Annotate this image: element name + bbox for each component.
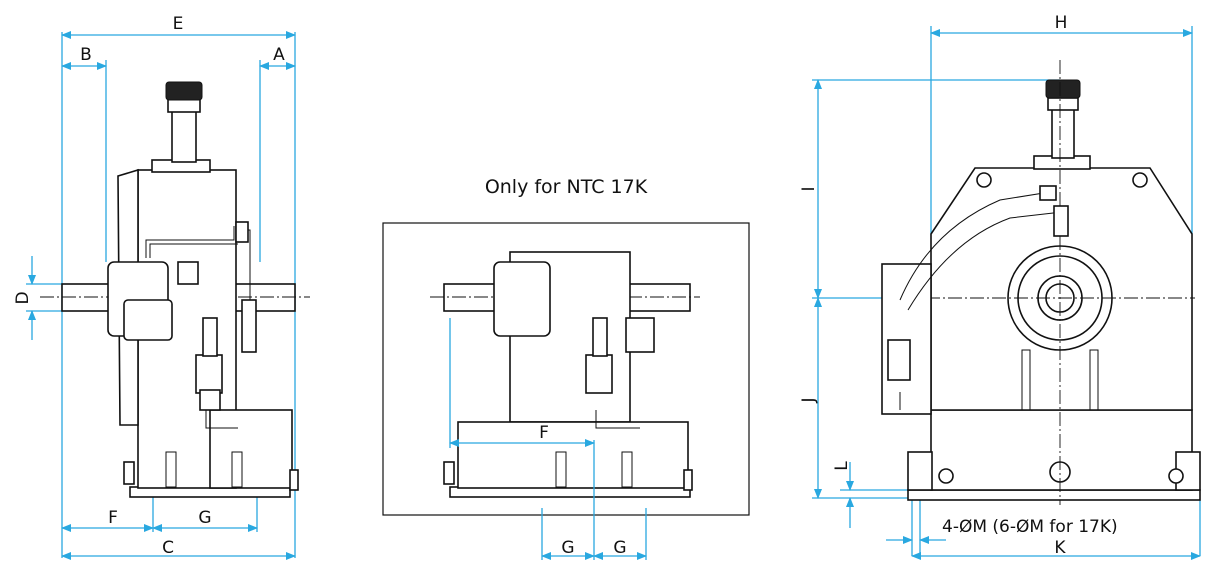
inset-frame: [382, 222, 750, 516]
inset-caption: Only for NTC 17K: [485, 176, 648, 198]
side-view: E B A D F G C: [13, 14, 310, 560]
label-g: G: [198, 508, 211, 528]
label-inset-g1: G: [561, 538, 574, 558]
front-view: H I J L 4-ØM (6-ØM for 17K) K: [799, 13, 1201, 560]
label-inset-g2: G: [613, 538, 626, 558]
label-e: E: [173, 14, 184, 34]
label-b: B: [80, 45, 92, 65]
label-hole-note: 4-ØM (6-ØM for 17K): [942, 517, 1118, 537]
label-f: F: [108, 508, 118, 528]
label-a: A: [273, 45, 285, 65]
label-l: L: [832, 461, 852, 471]
label-k: K: [1054, 538, 1066, 558]
label-j: J: [799, 397, 819, 403]
label-h: H: [1055, 13, 1068, 33]
label-i: I: [799, 186, 819, 191]
label-d: D: [13, 291, 33, 304]
label-c: C: [162, 538, 174, 558]
inset-ntc17k: Only for NTC 17K F G G: [382, 176, 750, 560]
label-inset-f: F: [539, 423, 549, 443]
